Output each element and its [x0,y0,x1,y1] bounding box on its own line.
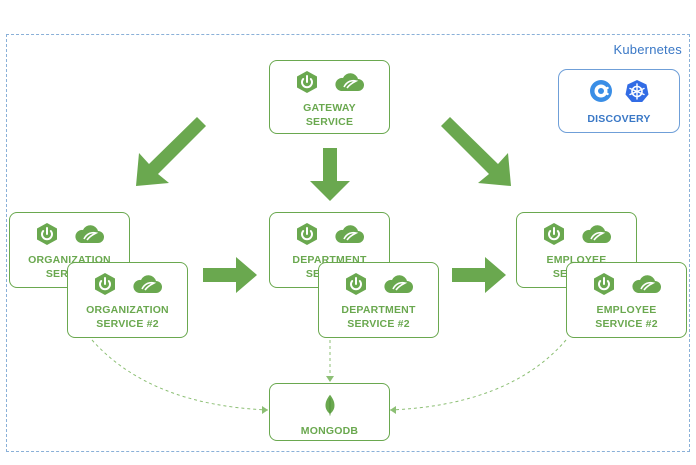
discovery-label: DISCOVERY [587,113,651,125]
spring-boot-power-icon [296,223,317,245]
arrow-organization-to-department [203,257,257,293]
link-employee-arrowhead [390,406,396,414]
spring-cloud-icon [383,275,413,293]
consul-icon [590,80,612,102]
spring-boot-power-icon [36,223,57,245]
arrow-gateway-to-employee [441,117,511,186]
gateway-service-node[interactable]: GATEWAY SERVICE [269,60,390,134]
department-service-2-label: DEPARTMENT SERVICE #2 [341,303,415,331]
organization2-label-line1: ORGANIZATION [86,304,169,316]
mongodb-label: MONGODB [300,425,359,437]
kubernetes-label: Kubernetes [613,42,682,57]
spring-boot-power-icon [94,273,115,295]
spring-cloud-icon [334,73,364,91]
mongodb-leaf-icon [324,394,335,416]
gateway-service-label: GATEWAY SERVICE [303,101,356,129]
spring-boot-power-icon [543,223,564,245]
arrow-gateway-to-organization [136,117,206,186]
kubernetes-cluster-boundary [6,34,690,452]
discovery-node[interactable]: DISCOVERY [558,69,680,133]
spring-boot-power-icon [593,273,614,295]
kubernetes-helm-icon [625,80,649,102]
link-organization-arrowhead [262,406,268,414]
gateway-label-line1: GATEWAY [303,102,356,114]
spring-cloud-icon [631,275,661,293]
gateway-label-line2: SERVICE [305,116,354,128]
organization-service-2-node[interactable]: ORGANIZATION SERVICE #2 [67,262,188,338]
link-organization-to-mongodb [91,339,269,411]
department-service-2-node[interactable]: DEPARTMENT SERVICE #2 [318,262,439,338]
link-department-arrowhead [326,376,334,382]
organization-service-2-label: ORGANIZATION SERVICE #2 [86,303,169,331]
department2-label-line1: DEPARTMENT [341,304,416,316]
employee2-label-line2: SERVICE #2 [595,318,658,330]
organization2-label-line2: SERVICE #2 [96,318,159,330]
spring-cloud-icon [334,225,364,243]
spring-boot-power-icon [296,71,317,93]
spring-boot-power-icon [345,273,366,295]
department2-label-line2: SERVICE #2 [347,318,410,330]
link-employee-to-mongodb [389,339,567,411]
spring-cloud-icon [74,225,104,243]
employee-service-2-label: EMPLOYEE SERVICE #2 [595,303,658,331]
spring-cloud-icon [581,225,611,243]
spring-cloud-icon [132,275,162,293]
mongodb-node[interactable]: MONGODB [269,383,390,441]
employee2-label-line1: EMPLOYEE [596,304,657,316]
arrow-gateway-to-department [310,148,350,201]
employee-service-2-node[interactable]: EMPLOYEE SERVICE #2 [566,262,687,338]
arrow-department-to-employee [452,257,506,293]
